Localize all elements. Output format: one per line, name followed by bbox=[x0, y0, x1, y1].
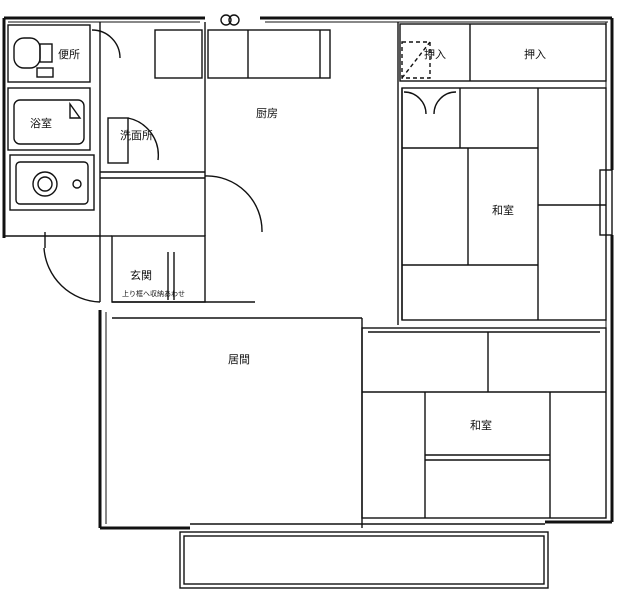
kitchen-label: 厨房 bbox=[256, 107, 278, 120]
washroom-label: 洗面所 bbox=[120, 129, 153, 142]
bathroom-label: 浴室 bbox=[30, 117, 52, 130]
outer-walls bbox=[2, 16, 614, 530]
washroom bbox=[99, 22, 205, 236]
bathroom bbox=[4, 87, 100, 248]
entrance bbox=[43, 235, 255, 303]
closet-2-label: 押入 bbox=[524, 48, 546, 61]
toilet-label: 便所 bbox=[58, 48, 80, 61]
entrance-note: 上り框へ収納あわせ bbox=[122, 290, 185, 298]
closets bbox=[399, 23, 607, 82]
toilet-room bbox=[7, 24, 121, 83]
wall-inner-lines bbox=[8, 21, 608, 524]
kitchen-counter bbox=[204, 14, 331, 236]
balcony bbox=[179, 531, 549, 589]
washitsu-upper-label: 和室 bbox=[492, 204, 514, 217]
living-label: 居間 bbox=[228, 353, 250, 366]
entrance-label: 玄関 bbox=[130, 269, 152, 282]
living-room bbox=[112, 317, 545, 528]
washitsu-lower-label: 和室 bbox=[470, 419, 492, 432]
washitsu-upper bbox=[397, 22, 613, 325]
closet-1-label: 押入 bbox=[424, 48, 446, 61]
